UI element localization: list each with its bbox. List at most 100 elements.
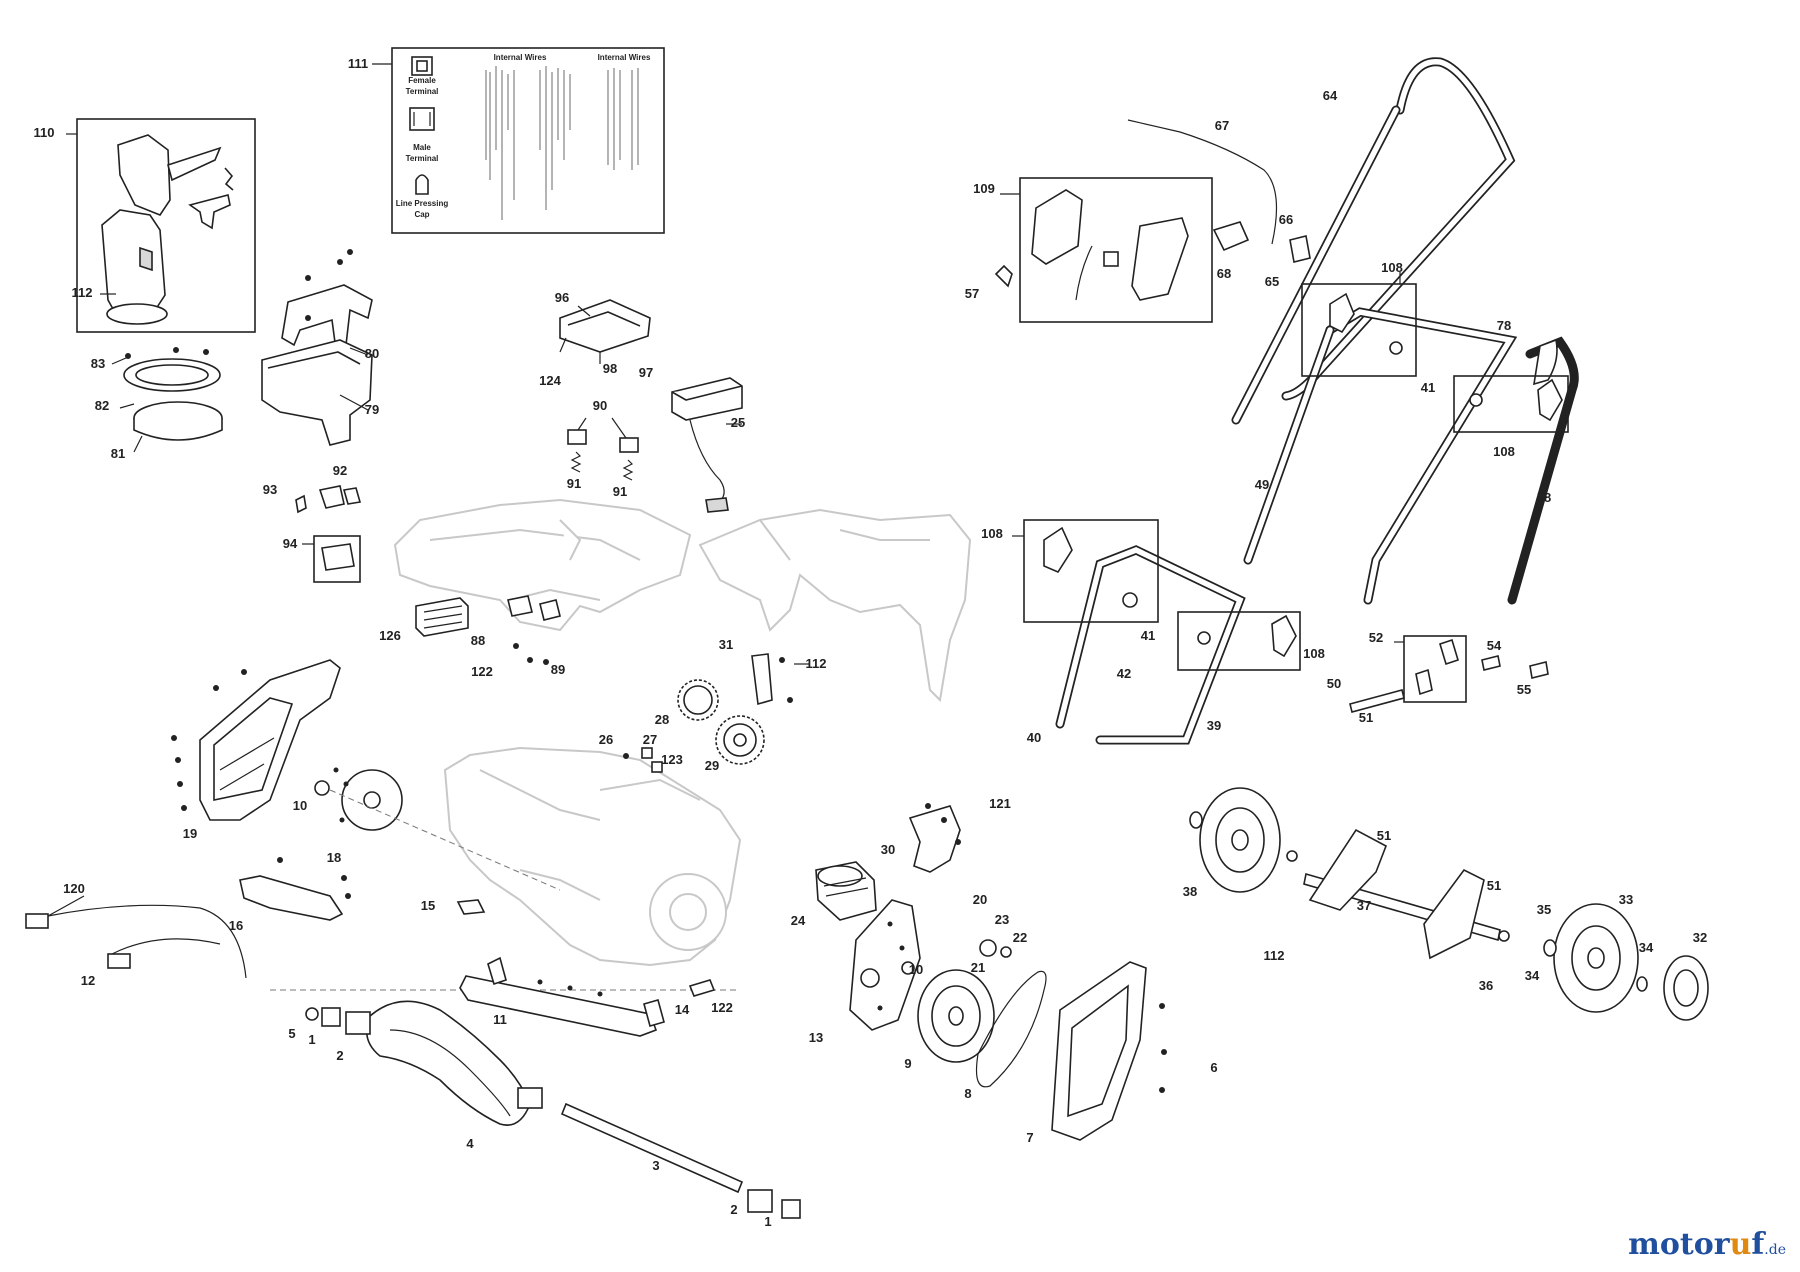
- clip-14: [688, 979, 716, 997]
- legend-cap-1: Line Pressing: [396, 199, 449, 208]
- chute-ring-assembly: [111, 347, 223, 453]
- callout-122: 122: [711, 1000, 733, 1015]
- callout-21: 21: [971, 960, 985, 975]
- callout-81: 81: [111, 446, 125, 461]
- callout-51: 51: [1487, 878, 1501, 893]
- callout-112: 112: [72, 285, 93, 300]
- callout-109: 109: [973, 181, 995, 196]
- callout-108: 108: [1303, 646, 1325, 661]
- shroud-30: [908, 803, 961, 873]
- callout-91: 91: [613, 484, 627, 499]
- callout-51: 51: [1359, 710, 1373, 725]
- callout-38: 38: [1183, 884, 1197, 899]
- callout-57: 57: [965, 286, 979, 301]
- callout-108: 108: [1381, 260, 1403, 275]
- callout-34: 34: [1525, 968, 1540, 983]
- callout-78: 78: [1497, 318, 1511, 333]
- callout-82: 82: [95, 398, 109, 413]
- belt-8: [975, 970, 1047, 1088]
- callout-50: 50: [1327, 676, 1341, 691]
- callout-11: 11: [493, 1012, 507, 1027]
- callout-15: 15: [421, 898, 435, 913]
- callout-92: 92: [333, 463, 347, 478]
- shroud-16: [239, 857, 351, 921]
- callout-112: 112: [1264, 948, 1285, 963]
- legend-wires-heading-1: Internal Wires: [494, 53, 547, 62]
- callout-68: 68: [1217, 266, 1231, 281]
- wheel-38: [1189, 787, 1281, 893]
- watermark-part-2: u: [1729, 1227, 1752, 1262]
- callout-91: 91: [567, 476, 581, 491]
- callout-6: 6: [1210, 1060, 1217, 1075]
- callout-32: 32: [1693, 930, 1707, 945]
- callout-7: 7: [1026, 1130, 1033, 1145]
- knob-box-108-a: [1301, 272, 1417, 377]
- callout-65: 65: [1265, 274, 1279, 289]
- callout-89: 89: [551, 662, 565, 677]
- watermark-part-1: motor: [1628, 1227, 1730, 1262]
- callout-83: 83: [91, 356, 105, 371]
- callout-58: 58: [1537, 490, 1551, 505]
- callout-49: 49: [1255, 477, 1269, 492]
- handle-lower-49: [1243, 307, 1518, 605]
- callout-2: 2: [730, 1202, 737, 1217]
- axis-line-2: [329, 789, 561, 891]
- callout-26: 26: [599, 732, 613, 747]
- callout-4: 4: [466, 1136, 474, 1151]
- cable-120: [25, 895, 247, 979]
- callout-14: 14: [675, 1002, 690, 1017]
- callout-36: 36: [1479, 978, 1493, 993]
- side-cover-7: [1051, 961, 1167, 1141]
- callout-97: 97: [639, 365, 653, 380]
- ghost-upper-housing-right: [698, 508, 972, 703]
- callout-33: 33: [1619, 892, 1633, 907]
- callout-3: 3: [652, 1158, 659, 1173]
- callout-1: 1: [764, 1214, 771, 1229]
- motor-24: [815, 861, 877, 921]
- motoruf-watermark: motoruf.de: [1628, 1227, 1786, 1262]
- callout-27: 27: [643, 732, 657, 747]
- callout-64: 64: [1323, 88, 1338, 103]
- callout-40: 40: [1027, 730, 1041, 745]
- watermark-part-3: f: [1751, 1227, 1765, 1262]
- callout-10: 10: [909, 962, 923, 977]
- callout-23: 23: [995, 912, 1009, 927]
- callout-52: 52: [1369, 630, 1383, 645]
- pulley-18: [314, 767, 403, 831]
- legend-cap-2: Cap: [414, 210, 429, 219]
- module-126: [415, 595, 561, 665]
- callout-88: 88: [471, 633, 485, 648]
- hubcap-32: [1636, 955, 1709, 1021]
- cover-96: [559, 299, 651, 364]
- callout-39: 39: [1207, 718, 1221, 733]
- callout-90: 90: [593, 398, 607, 413]
- clips-54-55: [1481, 655, 1549, 679]
- callout-41: 41: [1141, 628, 1155, 643]
- plate-13: [849, 899, 921, 1031]
- watermark-part-4: .de: [1764, 1242, 1786, 1258]
- knob-box-108-b: [1453, 375, 1569, 433]
- callout-18: 18: [327, 850, 341, 865]
- callout-8: 8: [964, 1086, 971, 1101]
- callout-35: 35: [1537, 902, 1551, 917]
- axle-37: [1286, 828, 1510, 960]
- callout-112: 112: [806, 656, 827, 671]
- ghost-lower-housing: [443, 746, 742, 967]
- gears-28-29-31: [677, 653, 810, 765]
- callout-28: 28: [655, 712, 669, 727]
- wiring-legend: Female Terminal Male Terminal Line Press…: [372, 47, 665, 234]
- shaft-3: [560, 1102, 744, 1194]
- latch-box-52: [1394, 635, 1467, 703]
- callout-123: 123: [661, 752, 683, 767]
- callout-29: 29: [705, 758, 719, 773]
- callout-24: 24: [791, 913, 806, 928]
- callout-42: 42: [1117, 666, 1131, 681]
- callout-20: 20: [973, 892, 987, 907]
- callout-51: 51: [1377, 828, 1391, 843]
- callout-41: 41: [1421, 380, 1435, 395]
- brushes-90-91: [567, 417, 639, 481]
- callout-96: 96: [555, 290, 569, 305]
- legend-male-2: Terminal: [406, 154, 439, 163]
